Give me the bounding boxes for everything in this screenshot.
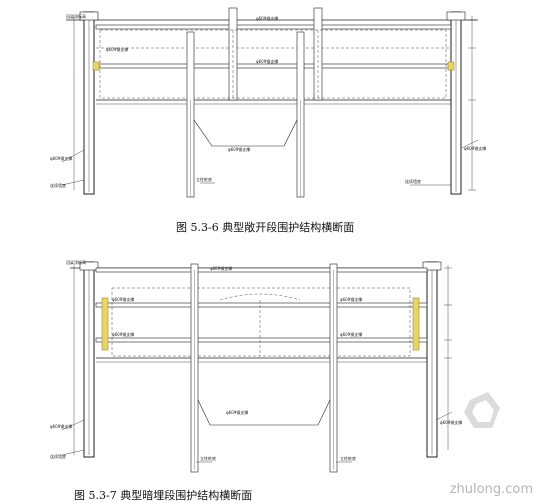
svg-text:φ609钢支撑: φ609钢支撑 (256, 15, 278, 21)
svg-text:φ609钢支撑: φ609钢支撑 (256, 58, 278, 64)
svg-text:φ609钢支撑: φ609钢支撑 (50, 423, 72, 429)
svg-text:φ609钢支撑: φ609钢支撑 (210, 265, 232, 271)
svg-text:立柱桩底: 立柱桩底 (200, 455, 216, 461)
watermark-logo-icon (464, 392, 500, 428)
svg-text:连续墙底: 连续墙底 (50, 453, 66, 459)
svg-text:φ609钢支撑: φ609钢支撑 (228, 146, 250, 152)
strut-2-1 (95, 267, 428, 273)
strut-2-2 (95, 302, 428, 308)
figure-2-caption: 图 5.3-7 典型暗埋段围护结构横断面 (74, 489, 253, 502)
svg-text:φ609钢支撑: φ609钢支撑 (340, 296, 362, 302)
svg-text:连续墙底: 连续墙底 (50, 182, 66, 188)
figure-1-annotations: 冠梁顶标高 φ609钢支撑 φ609钢支撑 φ609钢支撑 φ609钢支撑 φ6… (50, 13, 486, 188)
figure-2-drawing (61, 261, 453, 473)
svg-text:冠梁顶标高: 冠梁顶标高 (66, 13, 86, 19)
svg-text:立柱桩底: 立柱桩底 (196, 176, 212, 182)
svg-text:φ609钢支撑: φ609钢支撑 (112, 296, 134, 302)
svg-text:冠梁顶标高: 冠梁顶标高 (66, 259, 86, 265)
svg-text:φ609钢支撑: φ609钢支撑 (226, 409, 248, 415)
watermark-text: zhulong.com (449, 482, 533, 497)
svg-text:φ609钢支撑: φ609钢支撑 (50, 155, 72, 161)
svg-text:连续墙底: 连续墙底 (405, 178, 421, 184)
svg-text:立柱桩底: 立柱桩底 (340, 455, 356, 461)
figure-1-caption: 图 5.3-6 典型敞开段围护结构横断面 (176, 221, 355, 234)
strut-1 (95, 24, 452, 30)
svg-text:φ609钢支撑: φ609钢支撑 (464, 145, 486, 151)
figure-1-drawing (61, 7, 479, 198)
strut-2-3 (95, 337, 428, 343)
svg-text:φ609钢支撑: φ609钢支撑 (340, 331, 362, 337)
svg-text:φ609钢支撑: φ609钢支撑 (440, 419, 462, 425)
strut-2 (95, 63, 452, 69)
svg-text:φ609钢支撑: φ609钢支撑 (106, 46, 128, 52)
figure-2-annotations: 冠梁顶标高 φ609钢支撑 φ609钢支撑 φ609钢支撑 φ609钢支撑 φ6… (50, 259, 462, 461)
svg-text:φ609钢支撑: φ609钢支撑 (112, 331, 134, 337)
